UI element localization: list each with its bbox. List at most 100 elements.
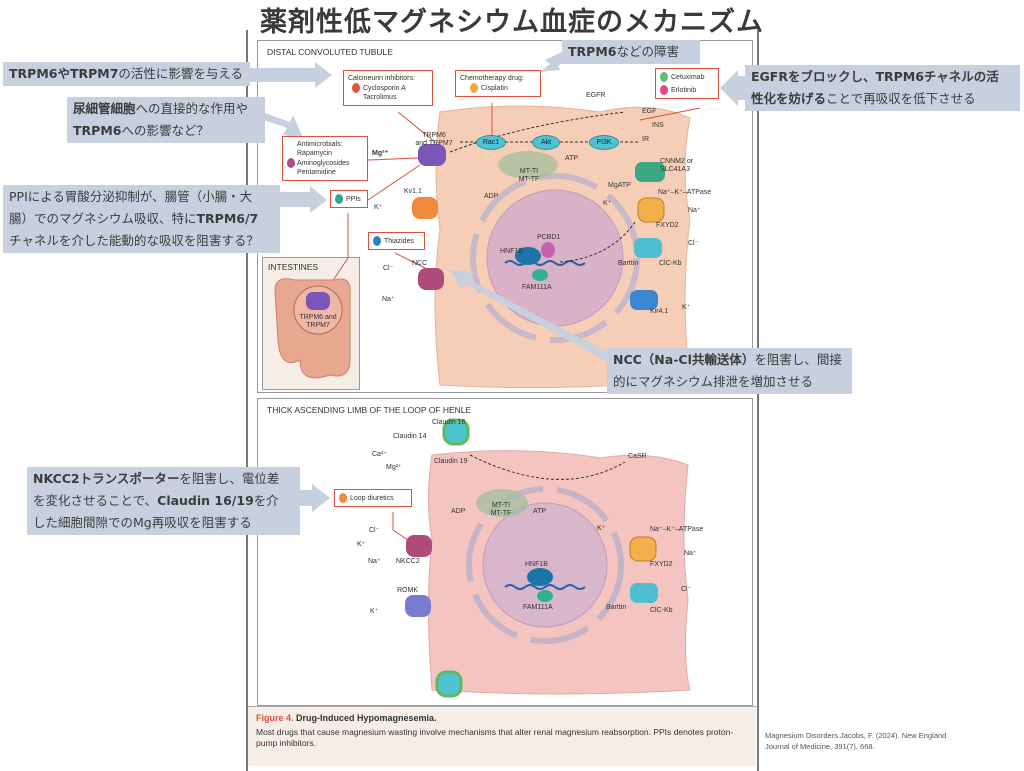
- drug-box-antimicrobials: Antimicrobials: Rapamycin Aminoglycoside…: [282, 136, 368, 181]
- ca-label: Ca²⁺: [372, 451, 387, 458]
- drug-box-calcineurin: Calcineurin inhibitors: Cyclosporin A Ta…: [343, 70, 433, 106]
- pcbd1-shape: [541, 242, 555, 258]
- casr-signal-arrow: [469, 454, 626, 480]
- tal-nucleus-envelope: [466, 486, 624, 644]
- clckb-label-2: ClC-Kb: [650, 607, 673, 614]
- nka-label-2: Na⁺–K⁺–ATPase: [650, 526, 704, 533]
- frame-left-line: [246, 30, 248, 771]
- ins-label: INS: [652, 122, 664, 129]
- drug-dot-icon: [470, 83, 478, 93]
- casr-label: CaSR: [628, 453, 647, 460]
- callout-arrow: [540, 52, 568, 72]
- cl-label-2: Cl⁻: [383, 265, 394, 272]
- claudin14-label: Claudin 14: [393, 433, 427, 440]
- atp-label: ATP: [565, 155, 579, 162]
- nkcc2-transporter: [406, 535, 432, 557]
- fxyd2-label: FXYD2: [656, 222, 679, 229]
- cnnm2-transporter: [635, 162, 665, 182]
- fam111a-label-2: FAM111A: [523, 604, 553, 611]
- drug-dot-icon: [660, 72, 668, 82]
- drug-box-loop-diuretics: Loop diuretics: [334, 489, 412, 507]
- pi3k-node: PI3K: [589, 135, 619, 150]
- nkcc2-label: NKCC2: [396, 558, 420, 565]
- clckb-channel: [634, 238, 662, 258]
- tal-dna: [504, 584, 586, 590]
- drug-dot-icon: [287, 158, 295, 168]
- page-title: 薬剤性低マグネシウム血症のメカニズム: [260, 7, 764, 38]
- ir-label: IR: [642, 136, 649, 143]
- romk-channel: [405, 595, 431, 617]
- intestine-trpm-channel: [306, 292, 330, 310]
- hnf1b-shape: [515, 247, 541, 265]
- nka-pump: [637, 197, 665, 223]
- hnf1b-signal-arrow: [559, 221, 636, 263]
- citation: Magnesium Disorders.Jacobs, F. (2024). N…: [765, 731, 947, 751]
- dct-dna: [504, 260, 586, 266]
- rac1-node: Rac1: [476, 135, 506, 150]
- claudin-complex-bottom: [435, 670, 463, 698]
- fam111a-label: FAM111A: [522, 284, 552, 291]
- mg-label-2: Mg²⁺: [386, 464, 402, 471]
- callout-arrow: [300, 484, 330, 512]
- romk-label: ROMK: [397, 587, 418, 594]
- callout-ncc: NCC（Na-Cl共輸送体）を阻害し、間接的にマグネシウム排泄を増加させる: [607, 348, 852, 394]
- drug-dot-icon: [335, 194, 343, 204]
- egf-label: EGF: [642, 108, 657, 115]
- fam111a-shape: [532, 269, 548, 281]
- na-label-4: Na⁺: [684, 550, 697, 557]
- kir41-label: Kir4.1: [650, 308, 669, 315]
- drug-box-chemotherapy: Chemotherapy drug: Cisplatin: [455, 70, 541, 97]
- clckb-label: ClC-Kb: [659, 260, 682, 267]
- frame-right-line: [757, 30, 759, 771]
- k-label: K⁺: [603, 200, 612, 207]
- adp-label-2: ADP: [451, 508, 466, 515]
- figure-caption-text: Most drugs that cause magnesium wasting …: [256, 727, 734, 748]
- tal-fam111a-shape: [537, 590, 553, 602]
- callout-nkcc2: NKCC2トランスポーターを阻害し、電位差を変化させることで、Claudin 1…: [27, 467, 300, 535]
- dct-nucleus-envelope: [470, 173, 640, 343]
- k-label-3: K⁺: [682, 304, 691, 311]
- k-label-6: K⁺: [597, 525, 606, 532]
- cl-label-3: Cl⁻: [369, 527, 380, 534]
- atp-label-2: ATP: [533, 508, 547, 515]
- callout-arrow: [258, 112, 303, 138]
- cl-label: Cl⁻: [688, 240, 699, 247]
- mg-label: Mg²⁺: [372, 150, 389, 157]
- callout-trpm-activity: TRPM6やTRPM7の活性に影響を与える: [3, 62, 250, 86]
- drug-dot-icon: [660, 85, 668, 95]
- ncc-transporter: [418, 268, 444, 290]
- dct-mitochondrion: [498, 151, 558, 179]
- barttin-label: Barttin: [618, 260, 639, 267]
- drug-dot-icon: [339, 493, 347, 503]
- kv11-label: Kv1.1: [404, 188, 422, 195]
- ncc-label: NCC: [412, 260, 428, 267]
- claudin16-label: Claudin 16: [432, 419, 466, 426]
- callout-egfr: EGFRをブロックし、TRPM6チャネルの活性化を妨げることで再吸収を低下させる: [745, 65, 1020, 111]
- tal-heading: THICK ASCENDING LIMB OF THE LOOP OF HENL…: [267, 405, 472, 415]
- pcbd1-label: PCBD1: [537, 234, 561, 241]
- figure-caption: Figure 4. Drug-Induced Hypomagnesemia. M…: [248, 706, 756, 766]
- k-label-5: K⁺: [370, 608, 379, 615]
- egfr-label: EGFR: [586, 92, 606, 99]
- na-label-3: Na⁺: [368, 558, 381, 565]
- nka-label: Na⁺–K⁺–ATPase: [658, 189, 712, 196]
- callout-arrow: [450, 270, 612, 362]
- dct-heading: DISTAL CONVOLUTED TUBULE: [267, 47, 393, 57]
- na-label-2: Na⁺: [382, 296, 395, 303]
- tal-nka-pump: [629, 536, 657, 562]
- tal-nucleus: [482, 502, 608, 628]
- k-label-4: K⁺: [357, 541, 366, 548]
- drug-box-thiazides: Thiazides: [368, 232, 425, 250]
- drug-dot-icon: [373, 236, 381, 246]
- figure-title: Drug-Induced Hypomagnesemia.: [296, 713, 437, 723]
- drug-link-lines: [319, 103, 701, 301]
- barttin-label-2: Barttin: [606, 604, 627, 611]
- akt-node: Akt: [532, 135, 560, 150]
- na-label: Na⁺: [688, 207, 701, 214]
